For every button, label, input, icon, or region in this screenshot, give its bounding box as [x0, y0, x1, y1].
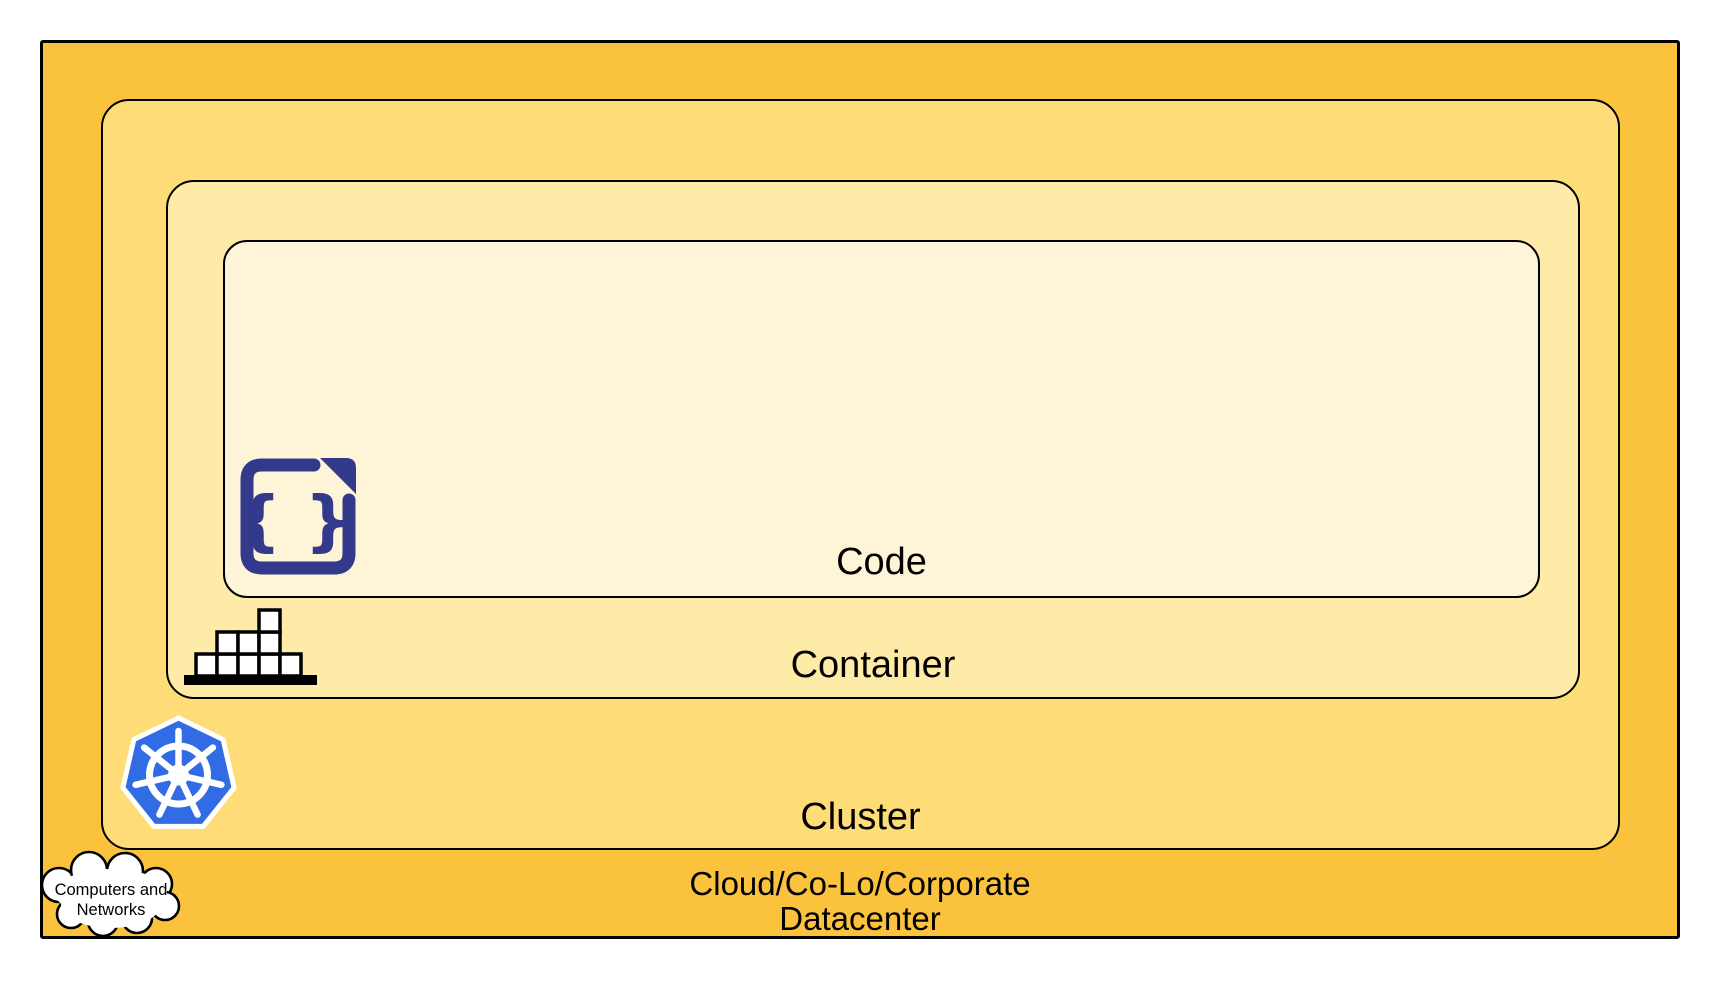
- layer-container-label: Container: [790, 644, 956, 686]
- cloud-callout-icon: Computers and Networks: [40, 850, 181, 938]
- code-braces-glyph: { }: [236, 482, 351, 559]
- cloud-callout-line2: Networks: [77, 901, 146, 919]
- kubernetes-logo-icon: [120, 715, 237, 829]
- container-blocks-icon: [184, 608, 317, 685]
- layer-datacenter-label-line1: Cloud/Co-Lo/Corporate: [689, 865, 1031, 902]
- layer-datacenter-label-line2: Datacenter: [779, 900, 941, 937]
- layer-cluster-label: Cluster: [800, 796, 921, 838]
- layer-code-box: [223, 240, 1540, 598]
- layer-datacenter-label: Cloud/Co-Lo/Corporate Datacenter: [40, 866, 1680, 936]
- code-file-icon: { }: [236, 458, 356, 575]
- layer-code-label: Code: [836, 541, 927, 583]
- cloud-callout-line1: Computers and: [55, 881, 168, 899]
- kubernetes-wheel-hub: [168, 764, 189, 786]
- container-base-bar: [184, 675, 317, 685]
